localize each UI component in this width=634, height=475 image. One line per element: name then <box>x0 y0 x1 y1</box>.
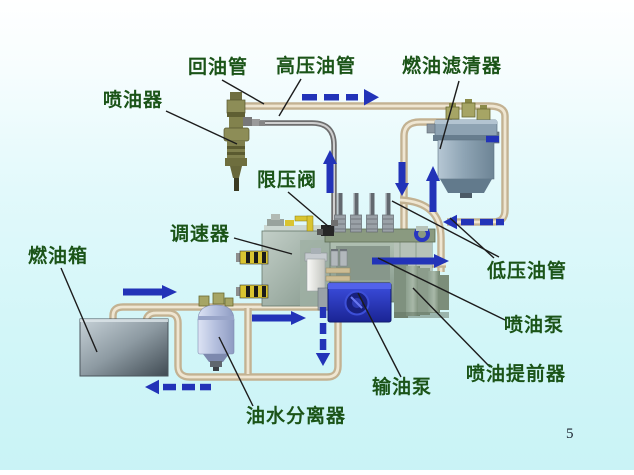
return-pipe-to-tank <box>142 308 342 381</box>
supply-pipe-tank-to-pump <box>109 303 332 324</box>
injector-graphic <box>223 92 265 191</box>
label-oil-water-separator: 油水分离器 <box>246 406 347 427</box>
leader-governor <box>233 237 293 255</box>
flow-arrow-return-left-dashed <box>443 135 504 230</box>
flow-arrow-filter-up <box>426 166 440 212</box>
leader-return-pipe <box>221 79 265 105</box>
leader-oil-water-separator <box>218 336 254 407</box>
label-low-pressure-pipe: 低压油管 <box>487 261 568 282</box>
label-fuel-tank: 燃油箱 <box>28 246 89 267</box>
flow-arrow-tank-out <box>123 285 177 299</box>
leader-fuel-filter <box>439 80 460 150</box>
label-governor: 调速器 <box>170 224 231 245</box>
flow-arrow-pump-out <box>372 254 449 268</box>
flow-arrow-bottom-left-dashed <box>145 379 211 395</box>
flow-arrow-separator-out <box>252 311 306 325</box>
leader-high-pressure-pipe <box>278 78 302 117</box>
label-injection-advancer: 喷油提前器 <box>466 364 567 385</box>
label-high-pressure-pipe: 高压油管 <box>276 56 357 77</box>
leader-fuel-transfer-pump <box>357 292 402 378</box>
fuel-transfer-pump-graphic <box>327 282 392 323</box>
flow-arrows <box>123 89 504 395</box>
label-injection-pump: 喷油泵 <box>504 315 565 336</box>
label-return-pipe: 回油管 <box>188 57 249 78</box>
label-fuel-filter: 燃油滤清器 <box>402 56 503 77</box>
leader-fuel-tank <box>60 267 98 353</box>
leader-injection-advancer <box>412 287 491 368</box>
oil-water-separator-graphic <box>197 292 235 371</box>
label-pressure-limiting-valve: 限压阀 <box>257 170 318 191</box>
leader-injection-pump <box>377 257 506 321</box>
leader-low-pressure-pipe-2 <box>449 217 495 259</box>
leader-lines <box>60 78 506 407</box>
flow-arrow-down-dashed <box>315 307 331 366</box>
label-fuel-transfer-pump: 输油泵 <box>372 377 433 398</box>
slide-bottom-margin <box>0 470 634 475</box>
page-number: 5 <box>566 426 574 442</box>
pressure-limiting-valve-graphic <box>317 220 338 236</box>
flow-arrow-filter-down <box>395 162 409 196</box>
high-pressure-pipe-graphic <box>253 120 337 225</box>
pump-plunger-rods <box>334 193 394 233</box>
leader-low-pressure-pipe-1 <box>391 200 500 258</box>
fuel-filter-graphic <box>426 99 500 198</box>
flow-arrow-high-pressure-up <box>323 150 337 193</box>
pump-fittings <box>304 226 430 311</box>
leader-injector <box>165 110 238 145</box>
fuel-tank-graphic <box>79 318 169 377</box>
leader-pressure-limiting-valve <box>287 191 330 228</box>
governor-connectors <box>236 250 269 299</box>
label-injector: 喷油器 <box>103 90 164 111</box>
flow-arrow-return-dashed <box>302 89 379 106</box>
